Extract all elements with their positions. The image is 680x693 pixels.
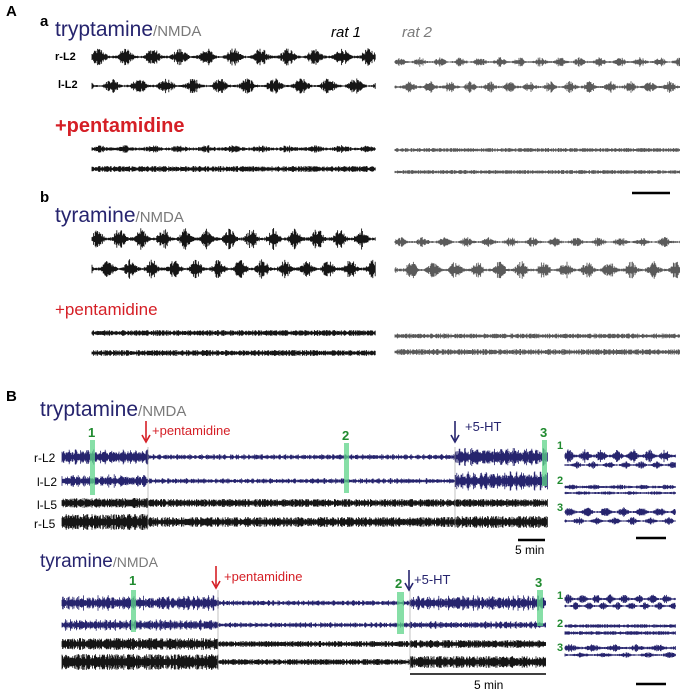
b-rat2-pent-r xyxy=(394,333,680,339)
B1-5ht-arrow-head xyxy=(450,434,460,444)
B2-inset-num-3: 3 xyxy=(557,642,564,654)
B2-highlight-2 xyxy=(397,592,404,634)
a-rat2-pent-l xyxy=(394,170,680,174)
B1-marker-3: 3 xyxy=(540,425,548,440)
a-rat2-pent-r xyxy=(394,148,680,152)
panel-B2-treatment: +pentamidine xyxy=(224,569,303,584)
B1-highlight-3 xyxy=(542,440,547,486)
B1-rL5 xyxy=(61,514,548,530)
panel-B1-treatment: +pentamidine xyxy=(152,423,231,438)
panel-a-treatment: +pentamidine xyxy=(55,115,185,137)
a-rat2-rL2 xyxy=(394,57,680,67)
B2-5ht-arrow-head xyxy=(404,582,414,592)
B2-scale-label: 5 min xyxy=(474,678,504,692)
b-rat2-l xyxy=(394,261,680,279)
b-rat1-pent-r xyxy=(91,330,376,336)
B1-channel-r-L5: r-L5 xyxy=(34,517,56,531)
B2-marker-3: 3 xyxy=(535,575,543,590)
B1-channel-r-L2: r-L2 xyxy=(34,451,56,465)
B1-inset-2 xyxy=(564,484,676,490)
B1-scale-label: 5 min xyxy=(515,543,545,557)
B1-inset-num-2: 2 xyxy=(557,475,564,487)
B2-highlight-1 xyxy=(131,590,136,632)
b-rat1-r xyxy=(91,228,376,250)
B2-inset-2b xyxy=(564,631,676,635)
B2-pent-arrow-head xyxy=(211,580,221,590)
B1-channel-l-L2: l-L2 xyxy=(37,475,58,489)
panel-letter-a: a xyxy=(40,13,49,30)
panel-b-treatment: +pentamidine xyxy=(55,300,158,319)
a-rat1-rL2 xyxy=(91,48,376,66)
panel-B1-title: tryptamine/NMDA xyxy=(40,398,187,421)
B2-inset-num-1: 1 xyxy=(557,590,564,602)
B1-lL2 xyxy=(61,471,548,491)
a-rat1-lL2 xyxy=(91,78,376,94)
channel-label-r-L2: r-L2 xyxy=(55,51,76,63)
B2-marker-2: 2 xyxy=(395,576,403,591)
b-rat1-pent-l xyxy=(91,350,376,356)
panel-B2-title: tyramine/NMDA xyxy=(40,551,158,572)
b-rat2-r xyxy=(394,237,680,247)
a-rat1-pent-l xyxy=(91,166,376,172)
B2-inset-2 xyxy=(564,624,676,628)
B2-ch2 xyxy=(61,619,546,631)
B1-inset-1b xyxy=(564,461,676,469)
B2-inset-1 xyxy=(564,594,676,604)
B2-inset-1b xyxy=(564,602,676,610)
panel-a-title: tryptamine/NMDA xyxy=(55,18,202,41)
panel-B1-5ht: +5-HT xyxy=(465,419,502,434)
b-rat2-pent-l xyxy=(394,349,680,355)
B1-inset-num-3: 3 xyxy=(557,502,564,514)
B2-marker-1: 1 xyxy=(129,573,137,588)
overlays-layer xyxy=(90,191,670,686)
panel-letter-B: B xyxy=(6,388,17,405)
B2-ch4 xyxy=(61,654,546,670)
B1-inset-3b xyxy=(564,517,676,525)
B1-highlight-1 xyxy=(90,440,95,495)
B2-inset-3 xyxy=(564,644,676,652)
rat1-label: rat 1 xyxy=(331,24,362,41)
B1-marker-2: 2 xyxy=(342,428,350,443)
panel-letter-A: A xyxy=(6,3,17,20)
panel-b-title: tyramine/NMDA xyxy=(55,204,184,227)
B1-highlight-2 xyxy=(344,443,349,493)
a-rat1-pent-r xyxy=(91,145,376,153)
B2-highlight-3 xyxy=(537,590,543,626)
B1-rL2 xyxy=(61,448,548,466)
B1-pent-arrow-head xyxy=(141,434,151,444)
B1-inset-1 xyxy=(564,449,676,463)
panel-B2-5ht: +5-HT xyxy=(414,572,451,587)
b-rat1-l xyxy=(91,259,376,279)
B1-marker-1: 1 xyxy=(88,425,96,440)
B1-lL5 xyxy=(61,498,548,508)
a-rat2-lL2 xyxy=(394,81,680,93)
rat2-label: rat 2 xyxy=(402,24,433,41)
B2-inset-3b xyxy=(564,652,676,658)
B1-inset-2b xyxy=(564,491,676,495)
B2-ch3 xyxy=(61,638,546,650)
B1-inset-num-1: 1 xyxy=(557,440,564,452)
B1-inset-3 xyxy=(564,507,676,517)
B2-ch1 xyxy=(61,595,546,611)
panel-letter-b: b xyxy=(40,189,50,206)
channel-label-l-L2: l-L2 xyxy=(58,79,78,91)
B1-channel-l-L5: l-L5 xyxy=(37,498,58,512)
traces-layer xyxy=(61,48,680,670)
B2-inset-num-2: 2 xyxy=(557,618,564,630)
